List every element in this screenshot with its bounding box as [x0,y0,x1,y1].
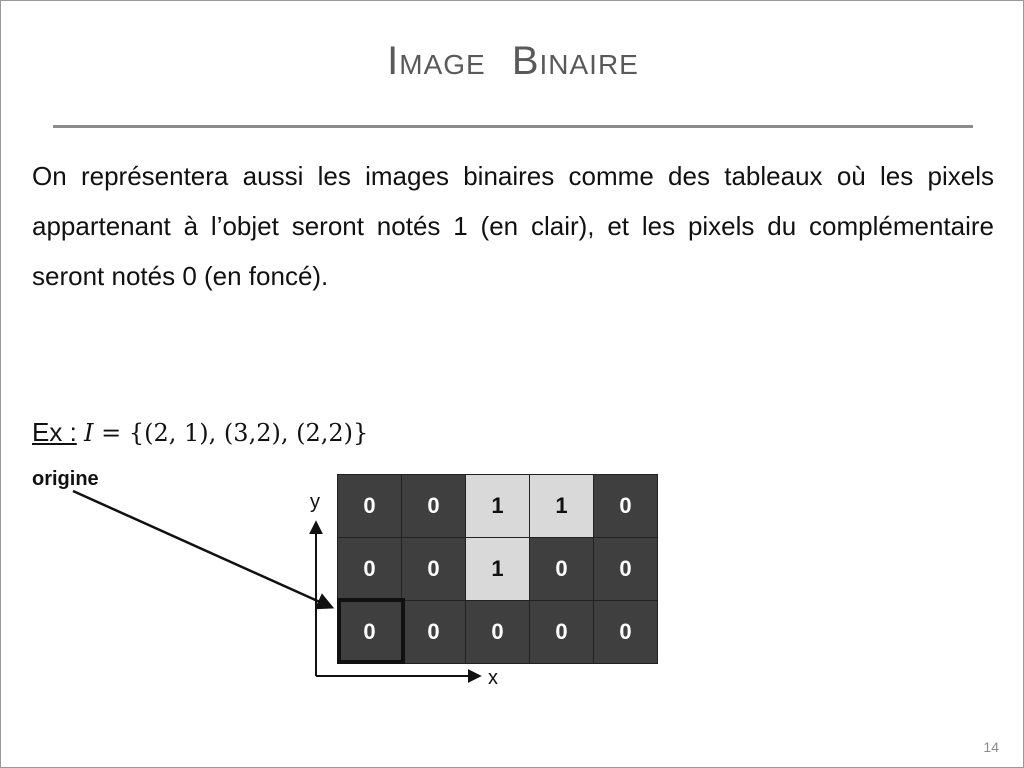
grid-cell: 0 [337,600,402,664]
example-formula: 𝐼 = {(2, 1), (3,2), (2,2)} [84,419,369,447]
page-number: 14 [983,739,999,755]
slide-title: Image Binaire [387,39,639,83]
title-divider [53,125,973,128]
grid-cell: 0 [465,600,530,664]
body-paragraph: On représentera aussi les images binaire… [32,161,994,291]
grid-cell: 0 [337,474,402,538]
grid-cell: 0 [337,537,402,601]
grid-cell: 0 [401,474,466,538]
example-line: Ex : 𝐼 = {(2, 1), (3,2), (2,2)} [32,417,368,448]
example-label: Ex : [32,417,77,447]
origin-pointer-arrow [72,489,335,610]
grid-cell: 0 [593,474,658,538]
grid-cell: 1 [465,474,530,538]
x-axis-label: x [488,667,498,689]
grid-cell: 0 [529,537,594,601]
grid-cell: 0 [593,600,658,664]
origin-label: origine [32,468,99,490]
origin-cell-highlight [337,598,405,664]
y-axis-label: y [310,491,320,513]
grid-cell: 1 [529,474,594,538]
grid-cell: 0 [529,600,594,664]
grid-cell: 0 [401,537,466,601]
grid-cell: 0 [401,600,466,664]
grid-cell: 1 [465,537,530,601]
grid-cell: 0 [593,537,658,601]
